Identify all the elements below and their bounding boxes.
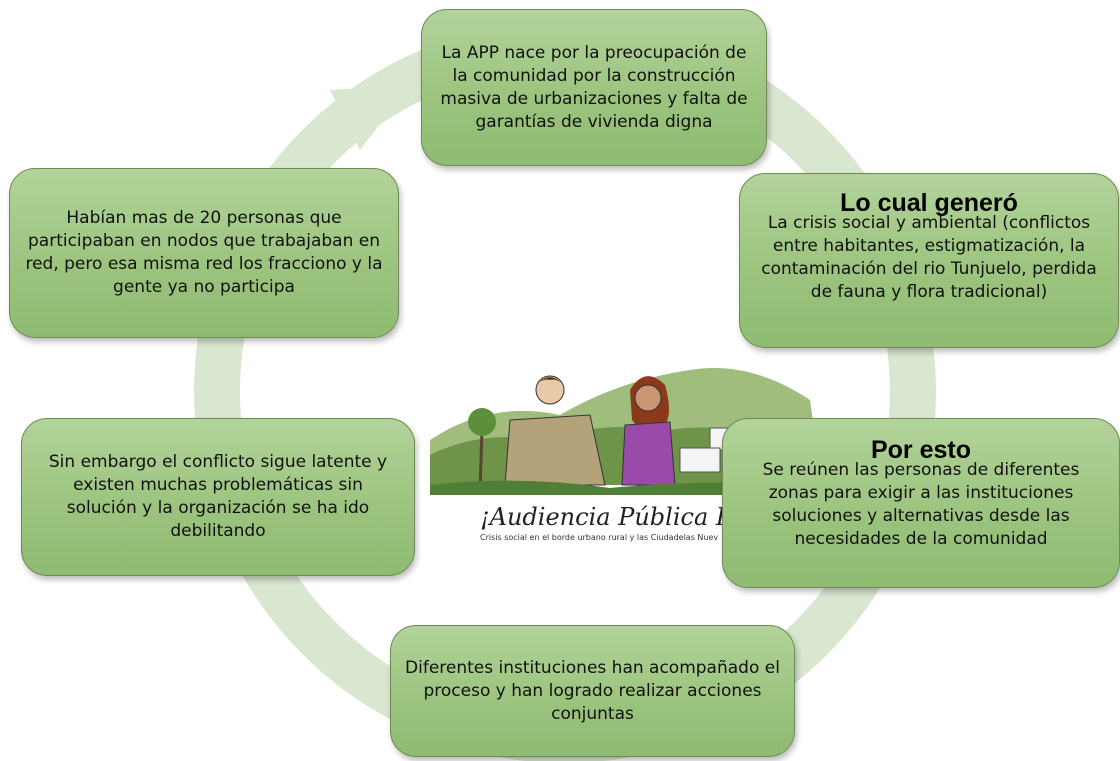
step-node-response: Por esto Se reúnen las personas de difer… — [722, 418, 1120, 588]
step-node-institutions: Diferentes instituciones han acompañado … — [390, 625, 795, 757]
tree-trunk — [478, 429, 484, 491]
node-text: Diferentes instituciones han acompañado … — [405, 657, 780, 724]
poncho — [504, 414, 606, 486]
person-head — [535, 375, 565, 405]
node-heading: Por esto — [870, 436, 972, 464]
person-hair — [536, 377, 564, 386]
node-text: La crisis social y ambiental (conflictos… — [761, 213, 1097, 302]
step-node-consequence: Lo cual generó La crisis social y ambien… — [739, 173, 1119, 348]
node-text: Se reúnen las personas de diferentes zon… — [762, 460, 1080, 549]
step-node-origin: La APP nace por la preocupación de la co… — [421, 9, 767, 166]
node-heading: Lo cual generó — [840, 189, 1018, 217]
illustration-subtitle: Crisis social en el borde urbano rural y… — [480, 533, 718, 542]
node-text: La APP nace por la preocupación de la co… — [440, 42, 748, 132]
node-text: Habían mas de 20 personas que participab… — [25, 208, 383, 297]
step-node-fragmentation: Habían mas de 20 personas que participab… — [9, 168, 399, 338]
node-text: Sin embargo el conflicto sigue latente y… — [48, 452, 388, 541]
house — [679, 447, 721, 473]
person-head — [634, 384, 662, 412]
tree-crown — [468, 408, 496, 436]
person-shirt — [621, 421, 676, 486]
cycle-arrowhead — [330, 85, 410, 150]
step-node-weakening: Sin embargo el conflicto sigue latente y… — [21, 418, 415, 576]
